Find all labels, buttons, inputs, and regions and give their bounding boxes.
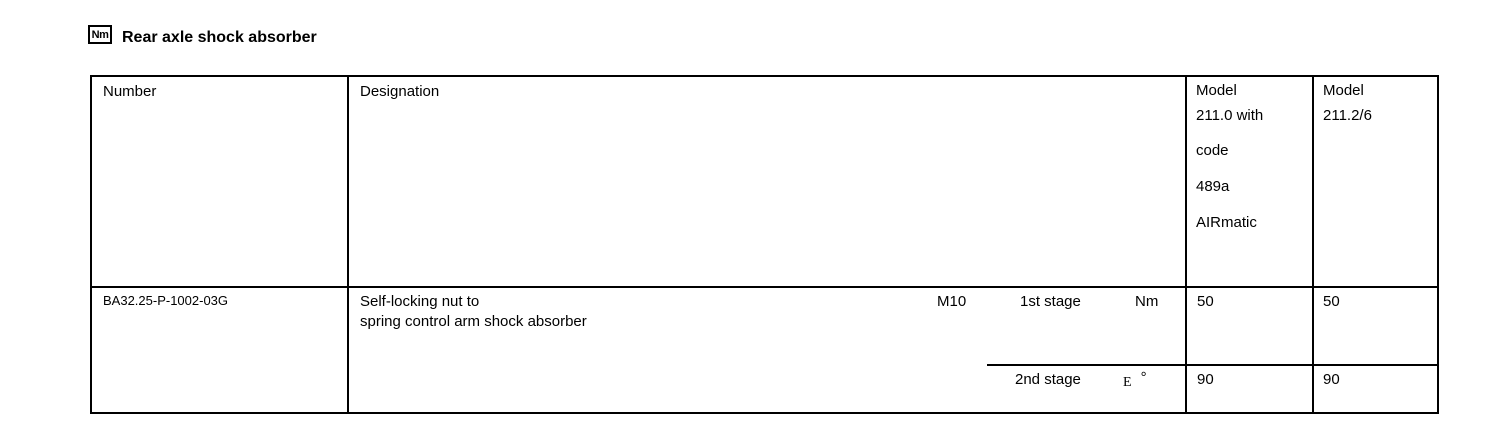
header-model-a-line: code: [1196, 142, 1229, 159]
cell-thread-size: M10: [937, 293, 967, 310]
header-model-b-line: Model: [1323, 82, 1364, 99]
nm-unit-icon-label: Nm: [91, 28, 109, 41]
header-designation: Designation: [360, 83, 440, 100]
header-model-a-line: AIRmatic: [1196, 214, 1257, 231]
header-model-a-line: Model: [1196, 82, 1237, 99]
cell-designation: Self-locking nut to spring control arm s…: [360, 293, 587, 330]
cell-stage2-label: 2nd stage: [1015, 371, 1081, 388]
angle-symbol: E: [1123, 375, 1132, 390]
torque-spec-table: Number Designation Model 211.0 with code…: [90, 75, 1439, 414]
column-divider-number-designation: [347, 77, 349, 412]
stage-row-divider: [987, 364, 1437, 366]
cell-document-number: BA32.25-P-1002-03G: [103, 293, 229, 308]
cell-stage2-unit: E°: [1123, 369, 1147, 391]
column-divider-model-a-model-b: [1312, 77, 1314, 412]
page-title: Rear axle shock absorber: [122, 29, 317, 46]
column-divider-designation-model-a: [1185, 77, 1187, 412]
cell-stage1-value-model-b: 50: [1323, 293, 1340, 310]
cell-stage2-value-model-a: 90: [1197, 371, 1214, 388]
nm-unit-icon: Nm: [88, 25, 112, 44]
header-model-b-line: 211.2/6: [1323, 107, 1372, 124]
header-model-a-line: 211.0 with: [1196, 107, 1264, 124]
header-row-divider: [92, 286, 1437, 288]
cell-stage1-value-model-a: 50: [1197, 293, 1214, 310]
header-number: Number: [103, 83, 157, 100]
header-model-a-line: 489a: [1196, 178, 1230, 195]
cell-stage1-label: 1st stage: [1020, 293, 1081, 310]
cell-stage2-value-model-b: 90: [1323, 371, 1340, 388]
cell-stage1-unit: Nm: [1135, 293, 1159, 310]
degree-symbol: °: [1140, 369, 1147, 386]
